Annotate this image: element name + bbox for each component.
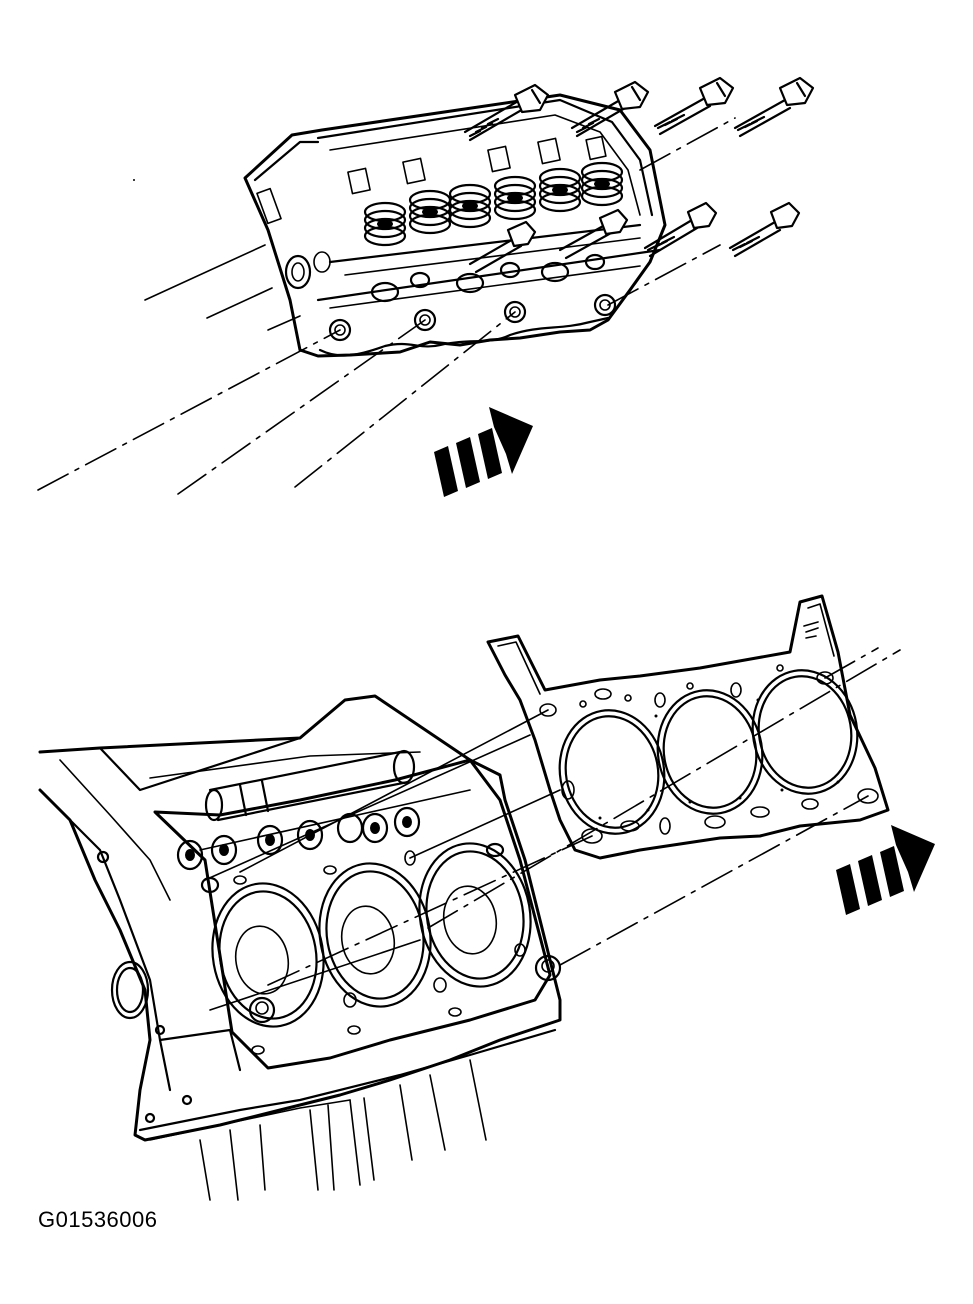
- valve-spring-set: [363, 161, 624, 247]
- gasket-alignment-lines: [239, 647, 901, 986]
- direction-arrow-icon: [836, 825, 935, 915]
- engine-block: [38, 694, 562, 1201]
- figure-code-label: G01536006: [38, 1207, 158, 1232]
- head-gasket: [486, 594, 890, 860]
- direction-arrow-icon: [434, 407, 533, 497]
- cylinder-head: [243, 93, 667, 358]
- head-alignment-lines: [37, 117, 736, 495]
- block-alignment-lines: [204, 734, 561, 1011]
- head-bolt-set: [463, 76, 815, 274]
